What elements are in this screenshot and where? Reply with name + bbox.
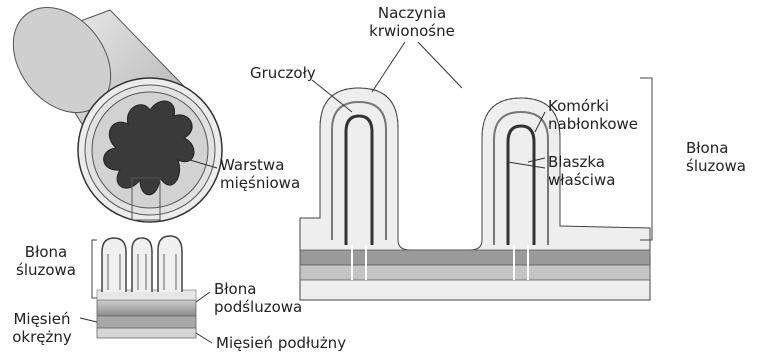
label-mucosa-right-line2: śluzowa bbox=[686, 157, 746, 175]
label-submucosa: Błona podśluzowa bbox=[214, 280, 302, 316]
label-epithelial-cells-line2: nabłonkowe bbox=[548, 115, 638, 133]
label-epithelial-cells-line1: Komórki bbox=[548, 97, 638, 115]
label-muscle-layer-line1: Warstwa bbox=[220, 156, 300, 174]
label-blood-vessels-line1: Naczynia bbox=[362, 4, 462, 22]
label-mucosa-right-line1: Błona bbox=[686, 139, 746, 157]
label-lamina-propria-line1: Blaszka bbox=[548, 153, 615, 171]
label-submucosa-line1: Błona bbox=[214, 280, 302, 298]
tube-cross-section bbox=[0, 0, 222, 222]
label-muscle-layer: Warstwa mięśniowa bbox=[220, 156, 300, 192]
label-glands: Gruczoły bbox=[250, 64, 316, 82]
label-muscle-layer-line2: mięśniowa bbox=[220, 174, 300, 192]
label-blood-vessels: Naczynia krwionośne bbox=[362, 4, 462, 40]
label-longitudinal-muscle: Mięsień podłużny bbox=[216, 334, 346, 352]
label-circular-muscle-line1: Mięsień bbox=[2, 310, 82, 328]
label-circular-muscle: Mięsień okrężny bbox=[2, 310, 82, 346]
label-circular-muscle-line2: okrężny bbox=[2, 328, 82, 346]
label-lamina-propria: Blaszka właściwa bbox=[548, 153, 615, 189]
small-villi-detail bbox=[92, 236, 196, 338]
label-lamina-propria-line2: właściwa bbox=[548, 171, 615, 189]
label-blood-vessels-line2: krwionośne bbox=[362, 22, 462, 40]
label-epithelial-cells: Komórki nabłonkowe bbox=[548, 97, 638, 133]
label-mucosa-left-line1: Błona bbox=[2, 243, 90, 261]
label-submucosa-line2: podśluzowa bbox=[214, 298, 302, 316]
label-mucosa-left-line2: śluzowa bbox=[2, 261, 90, 279]
label-mucosa-left: Błona śluzowa bbox=[2, 243, 90, 279]
label-mucosa-right: Błona śluzowa bbox=[686, 139, 746, 175]
